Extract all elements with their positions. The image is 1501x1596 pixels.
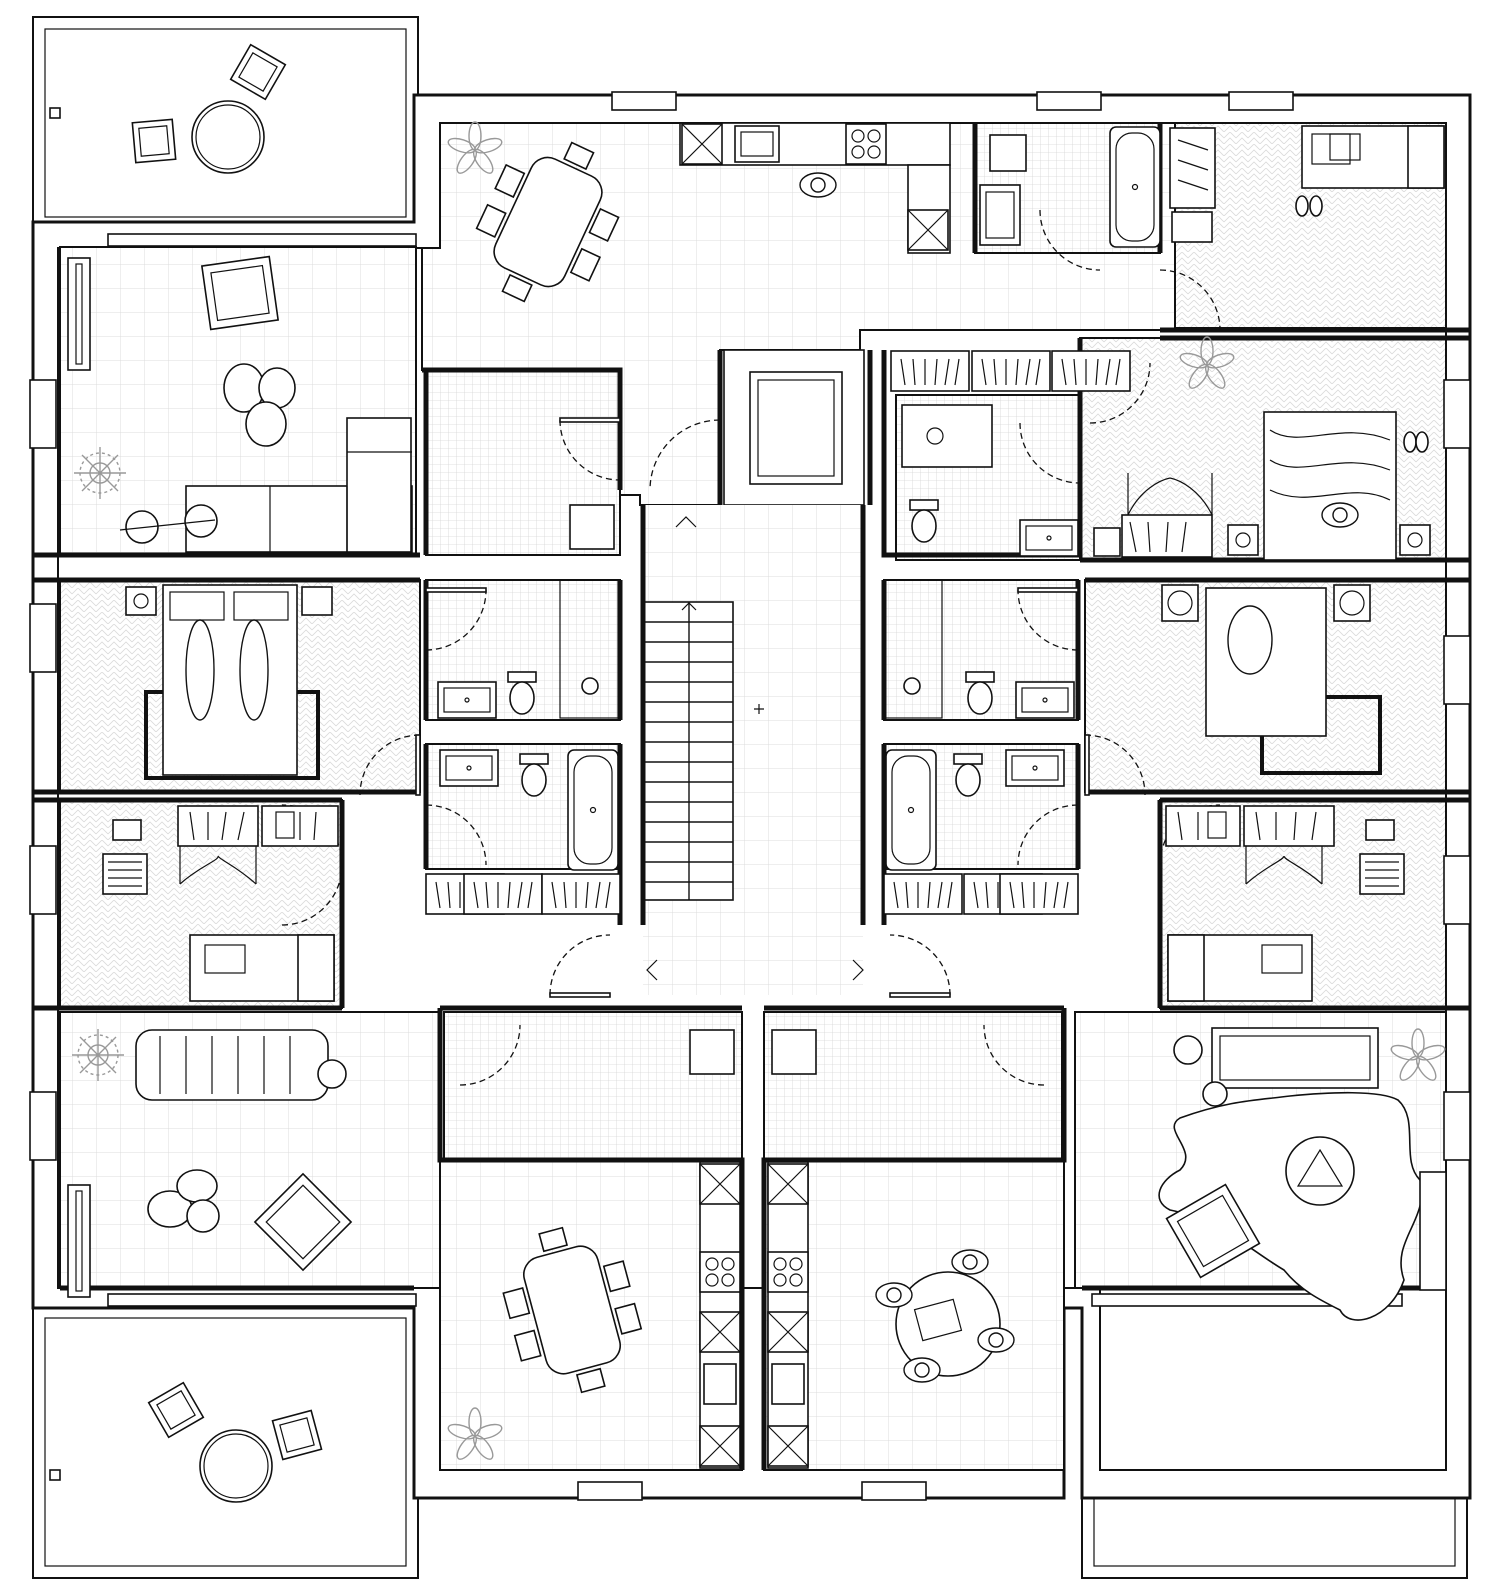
bathroom-fixtures-top (979, 126, 1216, 248)
kitchen-bottom-right-furniture (767, 1161, 1015, 1469)
living-furniture-top-left (67, 255, 413, 553)
living-furniture-bottom-right (1158, 1027, 1447, 1321)
bathroom-fixtures-right (883, 579, 1079, 915)
kitchen-counter-top (679, 122, 951, 254)
living-furniture-bottom-left (67, 1029, 353, 1298)
dining-table-top (475, 141, 620, 303)
stair-up-arrow-icon (675, 516, 697, 528)
balcony-chair (131, 118, 177, 164)
person-cooking (799, 172, 837, 198)
corridor-left-arrow-icon (646, 959, 658, 981)
center-mark (754, 704, 764, 714)
corridor-right-arrow-icon (852, 959, 864, 981)
single-bed-top-right (1295, 125, 1445, 217)
double-bed-left (125, 584, 333, 780)
balcony-top-left (32, 16, 419, 228)
double-bed-right (1161, 584, 1382, 775)
master-bedroom-furniture (890, 350, 1431, 561)
balcony-table (199, 1429, 273, 1503)
balcony-table (191, 100, 265, 174)
north-arrow-icon (681, 602, 697, 611)
bathroom-fixtures-left (425, 579, 621, 915)
kitchen-bottom-left-furniture (502, 1161, 741, 1469)
kids-room-left-furniture (102, 805, 339, 1002)
kids-room-right-furniture (1165, 805, 1405, 1002)
balcony-bottom-left (32, 1307, 419, 1579)
staircase (642, 601, 734, 901)
